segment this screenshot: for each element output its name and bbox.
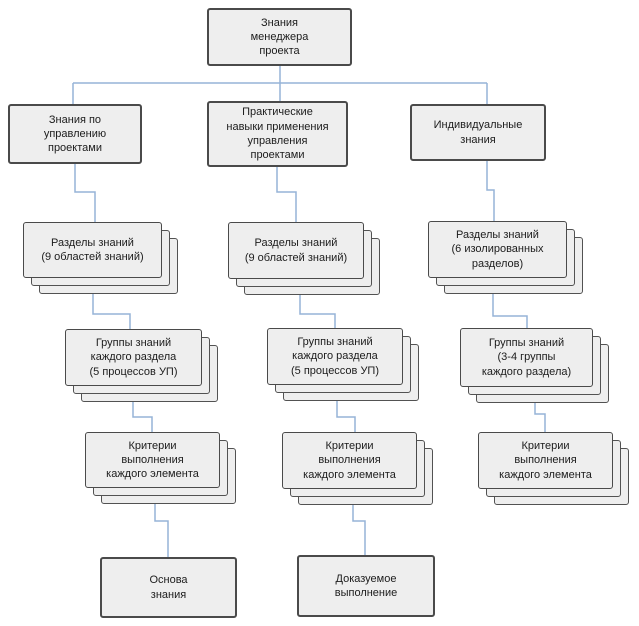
node-individual-knowledge: Индивидуальные знания [410, 104, 546, 161]
stack-groups-left: Группы знаний каждого раздела (5 процесс… [65, 329, 218, 402]
stack-front-label: Группы знаний (3-4 группы каждого раздел… [460, 328, 593, 387]
stack-criteria-mid: Критерии выполнения каждого элемента [282, 432, 433, 505]
stack-front-label: Разделы знаний (9 областей знаний) [23, 222, 162, 278]
node-pm-knowledge: Знания по управлению проектами [8, 104, 142, 164]
node-provable-performance: Доказуемое выполнение [297, 555, 435, 617]
stack-front-label: Группы знаний каждого раздела (5 процесс… [65, 329, 202, 386]
stack-sections-right: Разделы знаний (6 изолированных разделов… [428, 221, 583, 294]
stack-front-label: Группы знаний каждого раздела (5 процесс… [267, 328, 403, 385]
stack-criteria-left: Критерии выполнения каждого элемента [85, 432, 236, 504]
stack-criteria-right: Критерии выполнения каждого элемента [478, 432, 629, 505]
stack-front-label: Критерии выполнения каждого элемента [85, 432, 220, 488]
stack-front-label: Критерии выполнения каждого элемента [478, 432, 613, 489]
node-project-manager-knowledge: Знания менеджера проекта [207, 8, 352, 66]
connector-right-l2-l3 [486, 161, 495, 221]
node-knowledge-base: Основа знания [100, 557, 237, 618]
connector-left-l2-l3 [74, 164, 96, 222]
stack-groups-mid: Группы знаний каждого раздела (5 процесс… [267, 328, 419, 401]
stack-front-label: Разделы знаний (9 областей знаний) [228, 222, 364, 279]
connector-mid-l2-l3 [276, 167, 297, 222]
stack-groups-right: Группы знаний (3-4 группы каждого раздел… [460, 328, 609, 403]
stack-front-label: Критерии выполнения каждого элемента [282, 432, 417, 489]
stack-front-label: Разделы знаний (6 изолированных разделов… [428, 221, 567, 278]
stack-sections-left: Разделы знаний (9 областей знаний) [23, 222, 178, 294]
stack-sections-mid: Разделы знаний (9 областей знаний) [228, 222, 380, 295]
node-practical-skills: Практические навыки применения управлени… [207, 101, 348, 167]
